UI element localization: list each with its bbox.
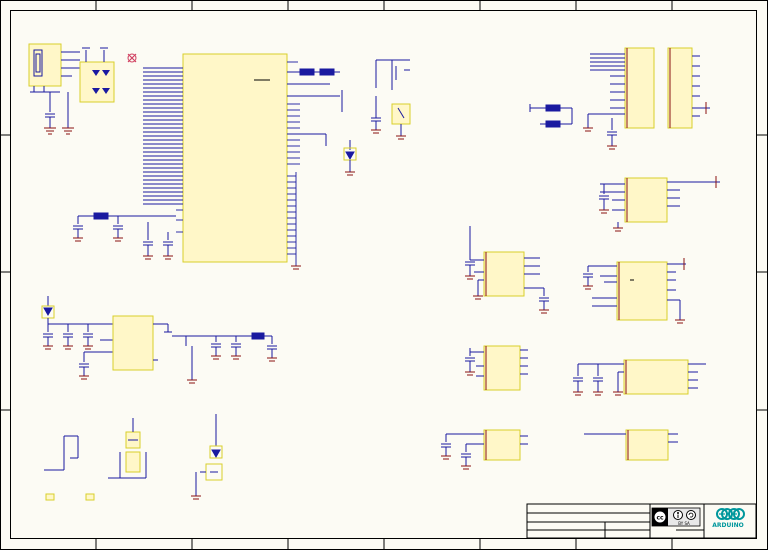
- reset-switch: [391, 103, 411, 140]
- crystal-oscillator: [299, 59, 410, 134]
- mcu-left-pins: [143, 67, 183, 233]
- ic-u8: [584, 429, 678, 461]
- mcu-right-bus: [287, 172, 301, 270]
- usb-connector: [28, 43, 80, 93]
- cc-icon: cc: [656, 515, 664, 522]
- power-jumper: [44, 435, 79, 471]
- mcu-power-decoupling: [73, 212, 176, 260]
- arduino-logo: ARDUINO: [712, 508, 745, 529]
- creative-commons-license-badge: cc BY SA: [651, 507, 701, 527]
- header-series-resistors: [529, 104, 625, 150]
- main-mcu: [182, 53, 288, 263]
- arduino-logo-text: ARDUINO: [712, 522, 743, 529]
- usb-decoupling: [44, 92, 74, 135]
- ic-u4: [583, 258, 686, 324]
- header-connector-pair: [590, 47, 710, 129]
- power-input-diode: [41, 296, 113, 325]
- title-block: [526, 503, 757, 539]
- mcu-right-pins: [287, 61, 340, 165]
- regulator-input-caps: [43, 324, 113, 380]
- ic-u6: [573, 359, 706, 396]
- license-terms: BY SA: [678, 521, 690, 526]
- sheet-inner-border: [10, 10, 757, 539]
- ic-u7: [441, 429, 528, 470]
- regulator-output-network: [164, 324, 277, 384]
- status-led: [325, 134, 357, 176]
- ic-u2: [599, 176, 720, 232]
- share-alike-icon: [686, 510, 696, 520]
- power-switch-mosfet: [191, 414, 223, 500]
- ic-u3: [465, 226, 549, 314]
- ic-u5: [465, 345, 528, 391]
- voltage-regulator: [112, 315, 168, 371]
- mounting-holes: [45, 493, 95, 501]
- auto-power-selector: [108, 418, 147, 479]
- esd-protection-array: [79, 47, 137, 103]
